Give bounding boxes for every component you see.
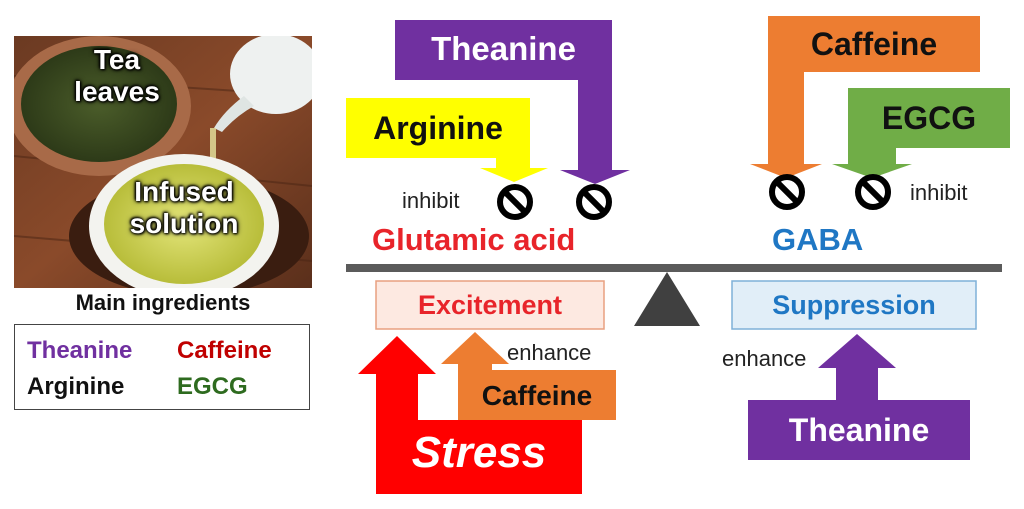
egcg-label: EGCG — [881, 100, 977, 136]
infused-solution-label: Infused solution — [129, 176, 239, 239]
inhibit-left-label: inhibit — [402, 188, 460, 213]
theanine-top-label: Theanine — [431, 30, 576, 67]
tea-leaves-label: Tea leaves — [74, 44, 160, 107]
glutamic-acid-label: Glutamic acid — [372, 222, 576, 257]
arginine-label: Arginine — [373, 110, 503, 146]
theanine-bottom-label: Theanine — [788, 412, 930, 448]
excitement-label: Excitement — [417, 290, 563, 320]
inhibit-symbol-arginine — [497, 184, 533, 220]
balance-beam — [346, 264, 1002, 272]
caffeine-bottom-label: Caffeine — [481, 380, 593, 411]
suppression-label: Suppression — [772, 290, 936, 320]
suppression-box-bg — [731, 280, 977, 330]
excitement-box-bg — [375, 280, 605, 330]
theanine-inhibit-arrow — [395, 20, 630, 184]
fulcrum-triangle — [634, 272, 700, 326]
enhance-right-label: enhance — [722, 346, 807, 371]
ingredients-title: Main ingredients — [75, 290, 251, 315]
stress-enhance-arrow — [358, 336, 582, 494]
stress-label: Stress — [411, 428, 547, 477]
theanine-enhance-arrow — [748, 334, 970, 460]
enhance-left-label: enhance — [507, 340, 592, 365]
ingredient-caffeine: Caffeine — [177, 337, 272, 364]
inhibit-symbol-egcg — [855, 174, 891, 210]
caffeine-top-label: Caffeine — [810, 26, 938, 62]
ingredients-legend: Theanine Caffeine Arginine EGCG — [14, 324, 310, 410]
tea-photo-illustration — [7, 34, 322, 298]
tea-photo: Tea leaves Infused solution — [7, 34, 322, 298]
inhibit-symbol-theanine — [576, 184, 612, 220]
caffeine-enhance-arrow — [441, 332, 616, 420]
gaba-label: GABA — [772, 222, 864, 257]
arginine-inhibit-arrow — [346, 98, 548, 182]
ingredient-arginine: Arginine — [27, 373, 125, 400]
ingredient-egcg: EGCG — [177, 373, 248, 400]
ingredient-theanine: Theanine — [27, 337, 133, 364]
egcg-inhibit-arrow — [832, 88, 1010, 178]
inhibit-symbol-caffeine — [769, 174, 805, 210]
caffeine-inhibit-arrow — [750, 16, 980, 178]
inhibit-right-label: inhibit — [910, 180, 968, 205]
